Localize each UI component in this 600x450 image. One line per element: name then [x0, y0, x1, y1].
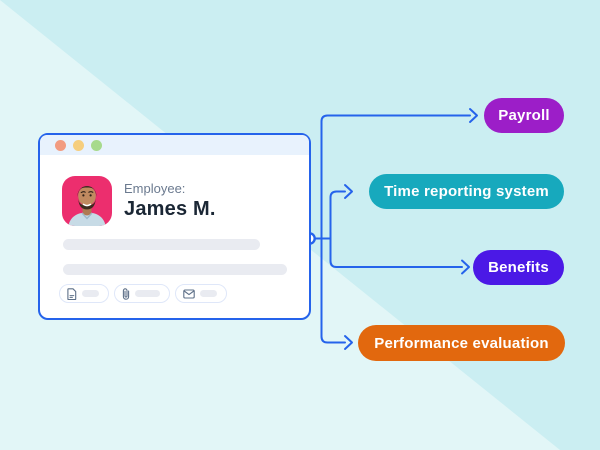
employee-card: Employee: James M.: [38, 133, 311, 320]
chip-placeholder: [135, 290, 160, 297]
attachment-chip[interactable]: [114, 284, 170, 303]
minimize-dot[interactable]: [73, 139, 84, 151]
expand-dot[interactable]: [91, 139, 102, 151]
document-chip[interactable]: [59, 284, 109, 303]
chip-placeholder: [82, 290, 99, 297]
arrow-to-benefits: [461, 259, 470, 275]
profile-row: Employee: James M.: [62, 176, 216, 226]
chip-placeholder: [200, 290, 217, 297]
node-time-reporting-system[interactable]: Time reporting system: [369, 174, 564, 209]
attachment-chips: [59, 284, 227, 303]
document-icon: [67, 287, 77, 300]
connector-lines: [303, 108, 478, 350]
email-chip[interactable]: [175, 284, 227, 303]
window-titlebar: [40, 135, 309, 155]
node-payroll[interactable]: Payroll: [484, 98, 564, 133]
placeholder-line: [63, 264, 287, 275]
arrow-to-time-reporting: [344, 184, 353, 199]
employee-label: Employee:: [124, 181, 186, 196]
envelope-icon: [183, 288, 195, 299]
paperclip-icon: [122, 287, 130, 300]
close-dot[interactable]: [55, 139, 66, 151]
placeholder-line: [63, 239, 260, 250]
arrow-to-payroll: [469, 108, 478, 123]
employee-name: James M.: [124, 198, 216, 220]
node-benefits[interactable]: Benefits: [473, 250, 564, 285]
node-performance-evaluation[interactable]: Performance evaluation: [358, 325, 565, 361]
employee-avatar: [62, 176, 112, 226]
arrow-to-performance: [344, 335, 353, 350]
